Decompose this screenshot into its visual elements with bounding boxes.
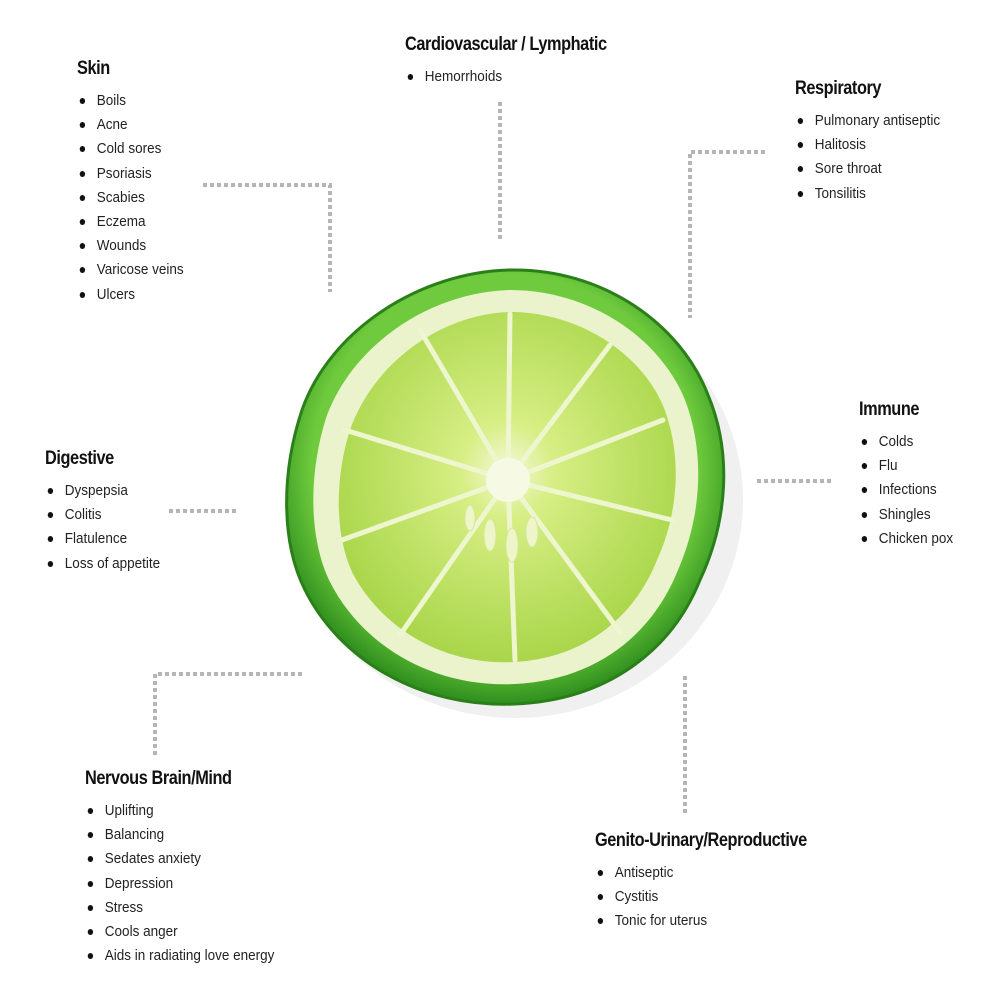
- list-item: Boils: [77, 89, 184, 113]
- list-item: Balancing: [85, 823, 274, 847]
- list-item: Dyspepsia: [45, 479, 160, 503]
- lime-core: [486, 458, 530, 502]
- list-item: Cools anger: [85, 920, 274, 944]
- list-item: Ulcers: [77, 283, 184, 307]
- connector-skin: [203, 183, 332, 292]
- connector-nervous: [153, 672, 302, 757]
- list-item: Halitosis: [795, 133, 940, 157]
- list-item: Tonsilitis: [795, 182, 940, 206]
- connector-respiratory: [688, 150, 765, 318]
- item-list: Boils Acne Cold sores Psoriasis Scabies …: [77, 89, 195, 307]
- list-item: Infections: [859, 478, 953, 502]
- list-item: Depression: [85, 872, 274, 896]
- list-item: Scabies: [77, 186, 184, 210]
- item-list: Colds Flu Infections Shingles Chicken po…: [859, 430, 964, 551]
- item-list: Pulmonary antiseptic Halitosis Sore thro…: [795, 109, 956, 206]
- list-item: Varicose veins: [77, 258, 184, 282]
- list-item: Cystitis: [595, 885, 817, 909]
- group-title: Immune: [859, 399, 920, 420]
- list-item: Loss of appetite: [45, 552, 160, 576]
- group-digestive: Digestive Dyspepsia Colitis Flatulence L…: [45, 448, 173, 576]
- group-title: Digestive: [45, 448, 114, 469]
- group-genito: Genito-Urinary/Reproductive Antiseptic C…: [595, 830, 841, 934]
- list-item: Aids in radiating love energy: [85, 944, 274, 968]
- group-title: Genito-Urinary/Reproductive: [595, 830, 807, 851]
- list-item: Uplifting: [85, 799, 274, 823]
- list-item: Shingles: [859, 503, 953, 527]
- lime-segments: [339, 311, 675, 663]
- list-item: Sore throat: [795, 157, 940, 181]
- list-item: Tonic for uterus: [595, 909, 817, 933]
- list-item: Cold sores: [77, 137, 184, 161]
- item-list: Antiseptic Cystitis Tonic for uterus: [595, 861, 841, 934]
- list-item: Hemorrhoids: [405, 65, 616, 89]
- list-item: Colitis: [45, 503, 160, 527]
- list-item: Flatulence: [45, 527, 160, 551]
- item-list: Dyspepsia Colitis Flatulence Loss of app…: [45, 479, 173, 576]
- group-immune: Immune Colds Flu Infections Shingles Chi…: [859, 399, 964, 551]
- list-item: Antiseptic: [595, 861, 817, 885]
- group-title: Cardiovascular / Lymphatic: [405, 34, 607, 55]
- lime-seeds: [464, 504, 539, 563]
- item-list: Hemorrhoids: [405, 65, 639, 89]
- group-cardiovascular: Cardiovascular / Lymphatic Hemorrhoids: [405, 34, 639, 89]
- group-title: Nervous Brain/Mind: [85, 768, 232, 789]
- list-item: Colds: [859, 430, 953, 454]
- list-item: Stress: [85, 896, 274, 920]
- group-skin: Skin Boils Acne Cold sores Psoriasis Sca…: [77, 58, 195, 307]
- group-respiratory: Respiratory Pulmonary antiseptic Halitos…: [795, 78, 956, 206]
- list-item: Sedates anxiety: [85, 847, 274, 871]
- item-list: Uplifting Balancing Sedates anxiety Depr…: [85, 799, 295, 968]
- list-item: Wounds: [77, 234, 184, 258]
- list-item: Chicken pox: [859, 527, 953, 551]
- list-item: Flu: [859, 454, 953, 478]
- group-title: Skin: [77, 58, 110, 79]
- group-nervous: Nervous Brain/Mind Uplifting Balancing S…: [85, 768, 295, 968]
- group-title: Respiratory: [795, 78, 882, 99]
- list-item: Eczema: [77, 210, 184, 234]
- list-item: Pulmonary antiseptic: [795, 109, 940, 133]
- list-item: Psoriasis: [77, 162, 184, 186]
- list-item: Acne: [77, 113, 184, 137]
